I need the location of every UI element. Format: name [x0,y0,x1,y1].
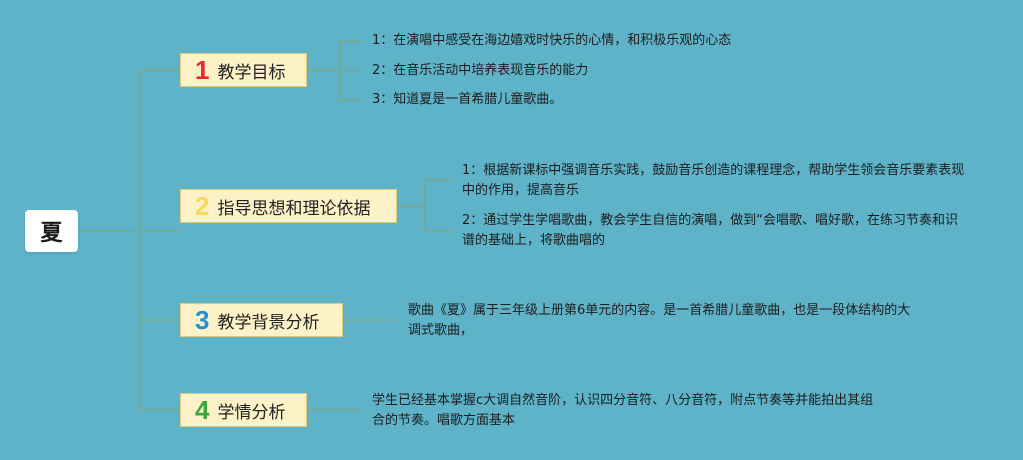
leaf-item[interactable]: 2：通过学生学唱歌曲，教会学生自信的演唱，做到“会唱歌、唱好歌，在练习节奏和识谱… [462,213,959,248]
leaf-item[interactable]: 1：在演唱中感受在海边嬉戏时快乐的心情，和积极乐观的心态 [372,33,732,48]
leaf-item[interactable]: 学生已经基本掌握c大调自然音阶，认识四分音符、八分音符，附点节奏等并能拍出其组合… [372,393,874,428]
branch-number: 4 [195,395,210,425]
branch-title: 教学目标 [217,62,286,83]
branch-number: 3 [195,305,210,335]
branch-number: 1 [195,55,210,85]
branch-title: 学情分析 [217,402,286,423]
leaf-item[interactable]: 歌曲《夏》属于三年级上册第6单元的内容。是一首希腊儿童歌曲，也是一段体结构的大调… [408,303,911,338]
leaf-item[interactable]: 2：在音乐活动中培养表现音乐的能力 [372,63,589,78]
leaf-item[interactable]: 1：根据新课标中强调音乐实践，鼓励音乐创造的课程理念，帮助学生领会音乐要素表现中… [462,163,965,198]
branch-title: 指导思想和理论依据 [217,198,371,219]
branch-node-guiding-theory[interactable]: 2 指导思想和理论依据 [180,189,397,223]
leaf-item[interactable]: 3：知道夏是一首希腊儿童歌曲。 [372,92,563,107]
branch-node-background-analysis[interactable]: 3 教学背景分析 [180,303,343,337]
root-node[interactable]: 夏 [25,210,78,252]
branch-node-teaching-goals[interactable]: 1 教学目标 [180,53,307,87]
branch-title: 教学背景分析 [217,312,320,333]
branch-number: 2 [195,191,210,221]
branch-node-student-analysis[interactable]: 4 学情分析 [180,393,307,427]
